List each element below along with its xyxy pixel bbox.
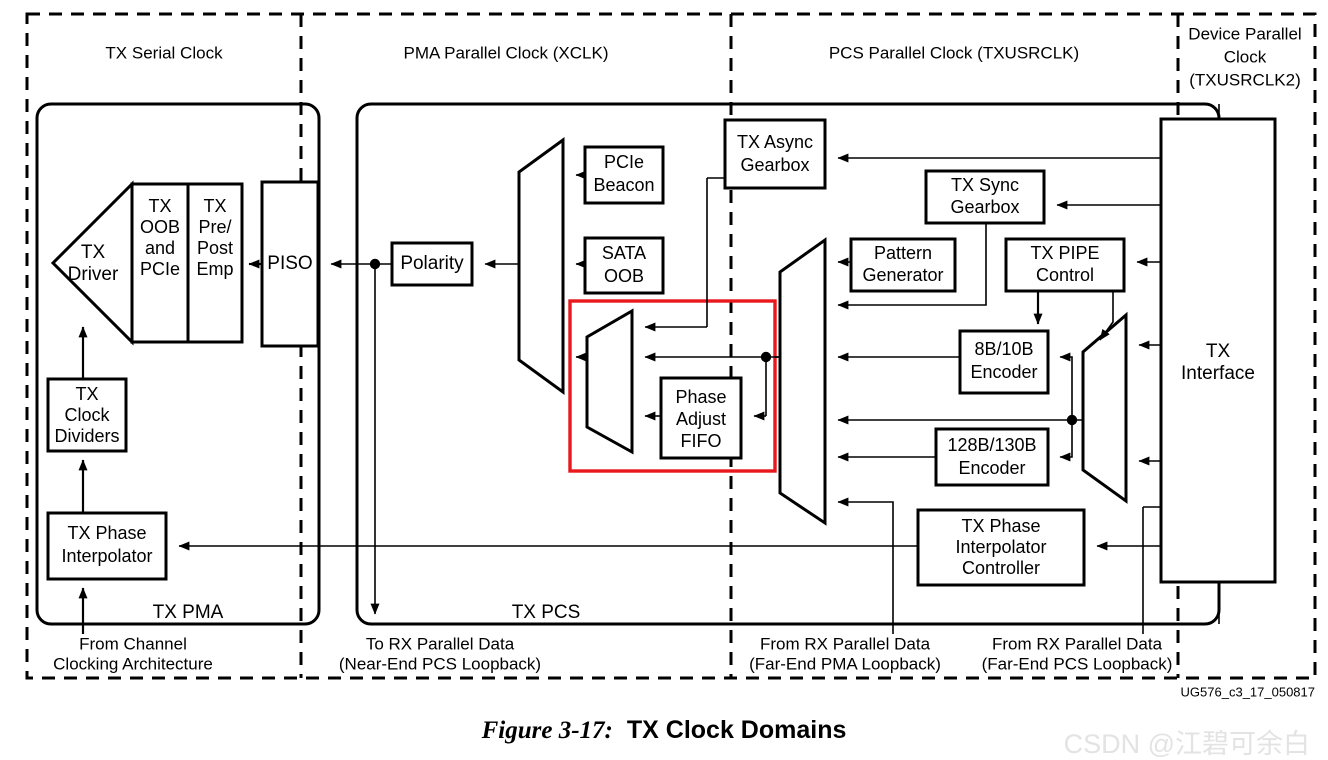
enc8-l2: Encoder (970, 362, 1037, 382)
paf-l1: Phase (675, 387, 726, 407)
pipe-l2: Control (1036, 265, 1094, 285)
polarity-block (390, 241, 474, 287)
tx-sync-gearbox-block (924, 169, 1046, 225)
tx-pma-container (35, 102, 321, 626)
tx-oob-and-pcie-block (130, 182, 190, 344)
tx-pre-post-l1: TX (203, 196, 226, 216)
tx-async-gearbox-block (723, 118, 827, 190)
tx-pi-l2: Interpolator (61, 546, 152, 566)
footer-to-rx-l1: To RX Parallel Data (366, 634, 515, 653)
tx-phase-interpolator-block (46, 511, 168, 581)
paf-l3: FIFO (681, 431, 722, 451)
tx-oob-pcie-l4: PCIe (140, 259, 180, 279)
tx-clock-dividers-block (46, 377, 128, 453)
sata-oob-l2: OOB (604, 266, 644, 286)
wire-junction-to-enc8 (1059, 352, 1073, 420)
tx-phase-interp-controller-block (916, 508, 1086, 587)
pipe-l1: TX PIPE (1030, 243, 1099, 263)
wire-syncgb-to-pcsmux (837, 223, 987, 310)
tx-oob-pcie-l3: and (145, 238, 175, 258)
pipe-select-mux (1081, 311, 1128, 504)
doc-code-label: UG576_c3_17_050817 (1181, 684, 1315, 699)
wire-farend-pma-loopback-to-pcsmux (837, 497, 894, 634)
tx-driver-label-l1: TX (81, 242, 106, 263)
tx-oob-pcie-l2: OOB (140, 217, 180, 237)
footer-farend-pma-l2: (Far-End PMA Loopback) (749, 654, 941, 673)
async-gb-l2: Gearbox (740, 155, 809, 175)
pma-output-mux (517, 137, 565, 395)
clock-domain-label-pcs: PCS Parallel Clock (TXUSRCLK) (829, 43, 1079, 62)
patgen-l2: Generator (862, 265, 943, 285)
pcie-beacon-l2: Beacon (593, 175, 654, 195)
tx-pre-post-l2: Pre/ (198, 217, 231, 237)
clock-domain-label-tx-serial: TX Serial Clock (105, 43, 223, 62)
phase-adjust-highlight-box (568, 299, 777, 473)
enc128-l2: Encoder (958, 458, 1025, 478)
section-label-tx-pma: TX PMA (153, 602, 224, 623)
tx-pi-l1: TX Phase (67, 523, 146, 543)
pcie-beacon-l1: PCIe (604, 152, 644, 172)
clock-domain-label-device-l3: (TXUSRCLK2) (1189, 70, 1300, 89)
sync-gb-l2: Gearbox (950, 197, 1019, 217)
encoder-128b130b-block (934, 427, 1050, 487)
pcs-output-mux (778, 237, 827, 526)
tx-clock-div-l2: Clock (64, 405, 110, 425)
tx-pipe-control-block (1004, 237, 1126, 293)
tx-interface-block (1159, 117, 1277, 584)
footer-farend-pcs-l2: (Far-End PCS Loopback) (982, 654, 1173, 673)
phase-adjust-fifo-block (659, 376, 743, 460)
wire-pipe-to-pipemux-ctrl (1099, 291, 1114, 341)
enc128-l1: 128B/130B (947, 435, 1036, 455)
clock-domain-label-device-l1: Device Parallel (1188, 24, 1301, 43)
section-label-tx-pcs: TX PCS (512, 602, 581, 623)
clock-domain-label-device-l2: Clock (1224, 47, 1267, 66)
tx-driver-label-l2: Driver (68, 264, 119, 285)
outer-dashed-frame (25, 12, 1317, 680)
encoder-8b10b-block (958, 329, 1050, 395)
figure-number: Figure 3-17: (481, 717, 613, 744)
footer-from-channel-l1: From Channel (79, 634, 187, 653)
tx-clock-div-l3: Dividers (54, 426, 119, 446)
wire-junction-to-enc128 (1059, 420, 1073, 462)
piso-block (260, 180, 320, 348)
patgen-l1: Pattern (874, 243, 932, 263)
paf-l2: Adjust (676, 409, 726, 429)
tx-oob-pcie-l1: TX (148, 196, 171, 216)
pcie-beacon-block (583, 145, 665, 205)
pic-l3: Controller (962, 558, 1040, 578)
pic-l1: TX Phase (961, 516, 1040, 536)
txif-l1: TX (1206, 341, 1231, 362)
txif-l2: Interface (1181, 363, 1255, 384)
watermark: CSDN @江碧可余白 (1063, 729, 1310, 759)
pattern-generator-block (849, 237, 957, 293)
tx-pre-post-l4: Emp (196, 259, 233, 279)
sata-oob-block (583, 236, 665, 295)
footer-from-channel-l2: Clocking Architecture (53, 654, 213, 673)
footer-farend-pcs-l1: From RX Parallel Data (992, 634, 1163, 653)
tx-pre-post-l3: Post (197, 238, 233, 258)
footer-farend-pma-l1: From RX Parallel Data (760, 634, 931, 653)
phase-adjust-mux (585, 308, 634, 455)
async-gb-l1: TX Async (737, 132, 813, 152)
tx-pre-post-emp-block (186, 182, 244, 344)
footer-to-rx-l2: (Near-End PCS Loopback) (339, 654, 541, 673)
enc8-l1: 8B/10B (974, 339, 1033, 359)
tx-clock-div-l1: TX (75, 384, 98, 404)
figure-caption: Figure 3-17: TX Clock Domains (0, 716, 1328, 745)
polarity-label: Polarity (400, 253, 464, 274)
sata-oob-l1: SATA (602, 243, 646, 263)
clock-domain-label-pma: PMA Parallel Clock (XCLK) (403, 43, 608, 62)
sync-gb-l1: TX Sync (951, 175, 1019, 195)
piso-label: PISO (267, 253, 312, 274)
figure-title: TX Clock Domains (626, 716, 847, 744)
pic-l2: Interpolator (955, 537, 1046, 557)
